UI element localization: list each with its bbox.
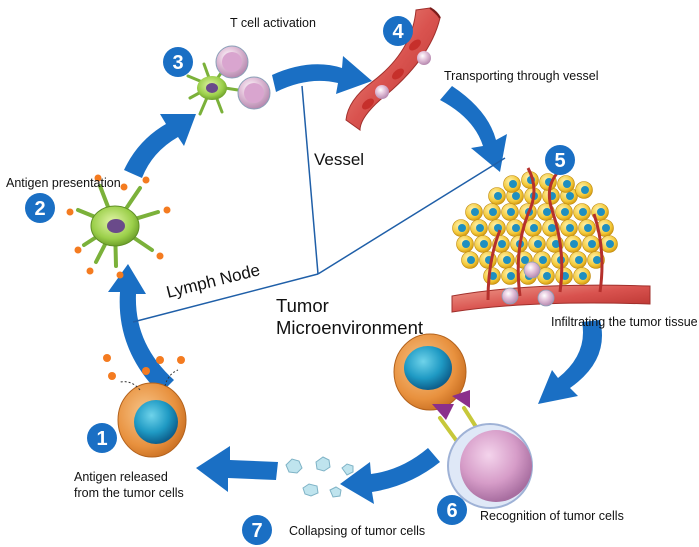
arrow-5-to-6: [538, 320, 602, 404]
badge-circle: [87, 423, 117, 453]
step-7-label: Collapsing of tumor cells: [289, 524, 425, 538]
badge-number: 6: [446, 500, 457, 522]
step-6-badge: 6: [437, 495, 467, 525]
tumor-tissue-illustration: [451, 167, 651, 313]
step-3-badge: 3: [163, 47, 193, 77]
step-1-badge: 1: [87, 423, 117, 453]
tumor-cell-illustration: [103, 354, 187, 458]
step-4-badge: 4: [383, 16, 413, 46]
step-5-badge: 5: [545, 145, 575, 175]
step-5-label: Infiltrating the tumor tissue: [551, 315, 698, 329]
region-label-tumor: Tumor: [276, 295, 329, 316]
badge-circle: [545, 145, 575, 175]
dendritic-cell-illustration: [66, 174, 171, 279]
region-label-lymph-node: Lymph Node: [164, 260, 262, 302]
step-2-label: Antigen presentation: [6, 176, 121, 190]
region-dividers: [132, 85, 506, 323]
badge-number: 7: [251, 520, 262, 542]
step-6-label: Recognition of tumor cells: [480, 509, 624, 523]
cycle-arrows: [108, 56, 602, 504]
badge-circle: [437, 495, 467, 525]
blood-vessel-illustration: [345, 7, 441, 131]
region-label-vessel: Vessel: [314, 150, 364, 169]
step-7-badge: 7: [242, 515, 272, 545]
t-cell-activation-illustration: [186, 45, 271, 116]
divider-to-left: [132, 273, 319, 323]
step-1-label: Antigen released from the tumor cells: [74, 470, 184, 500]
arrow-4-to-5: [440, 86, 507, 172]
arrow-1-to-2: [108, 264, 174, 394]
badge-number: 4: [392, 21, 404, 43]
badge-number: 5: [554, 150, 565, 172]
arrow-6-to-7: [340, 448, 440, 504]
antigen-dot: [108, 372, 116, 380]
step-3-label: T cell activation: [230, 16, 316, 30]
badge-circle: [25, 193, 55, 223]
divider-to-vessel-top: [301, 85, 319, 275]
badge-number: 3: [172, 52, 183, 74]
badge-circle: [163, 47, 193, 77]
step-2-badge: 2: [25, 193, 55, 223]
antigen-dot: [177, 356, 185, 364]
badge-number: 1: [96, 428, 107, 450]
step-4-label: Transporting through vessel: [444, 69, 598, 83]
badge-circle: [383, 16, 413, 46]
badge-circle: [242, 515, 272, 545]
badge-number: 2: [34, 198, 45, 220]
region-label-microenvironment: Microenvironment: [276, 317, 423, 338]
arrow-2-to-3: [124, 114, 196, 178]
arrow-7-to-1: [196, 446, 278, 492]
divider-to-right: [317, 157, 506, 275]
tumor-recognition-illustration: [393, 333, 533, 509]
arrow-3-to-4: [272, 56, 372, 94]
antigen-dot: [103, 354, 111, 362]
collapsed-tumor-fragments: [285, 456, 354, 498]
antigen-dot: [156, 356, 164, 364]
antigen-dot: [142, 367, 150, 375]
